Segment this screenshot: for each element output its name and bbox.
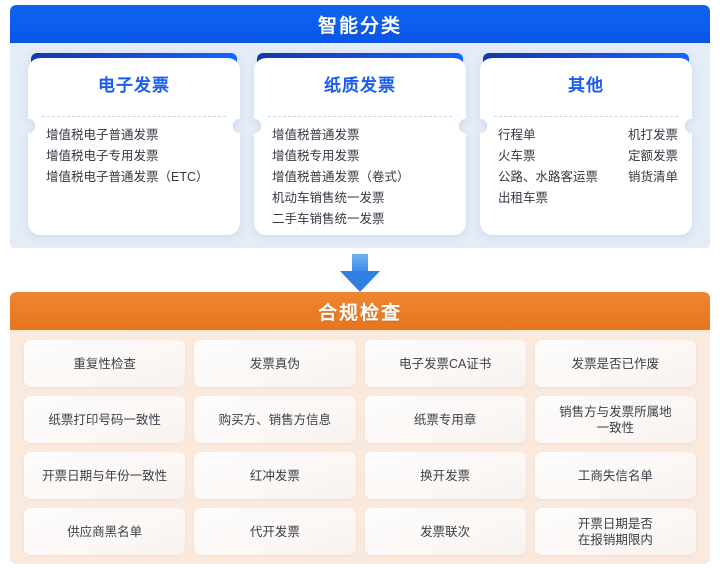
- card-item-list: 增值税普通发票 增值税专用发票 增值税普通发票（卷式） 机动车销售统一发票 二手…: [254, 125, 466, 229]
- card-body: [480, 58, 692, 235]
- card-divider: [42, 116, 226, 118]
- classification-header: 智能分类: [10, 5, 710, 43]
- card-divider: [268, 116, 452, 118]
- check-cell[interactable]: 电子发票CA证书: [364, 340, 526, 387]
- list-item: 增值税电子普通发票: [46, 128, 159, 142]
- check-cell[interactable]: 开票日期与年份一致性: [24, 452, 186, 499]
- check-cell[interactable]: 购买方、销售方信息: [194, 396, 356, 443]
- check-cell[interactable]: 供应商黑名单: [24, 508, 186, 555]
- card-title: 其他: [568, 76, 604, 95]
- arrow-head: [340, 271, 380, 292]
- card-item-list: 增值税电子普通发票 增值税电子专用发票 增值税电子普通发票（ETC）: [28, 125, 240, 229]
- classification-card-paper[interactable]: 纸质发票 增值税普通发票 增值税专用发票 增值税普通发票（卷式） 机动车销售统一…: [254, 53, 466, 235]
- list-item: 出租车票: [498, 191, 549, 205]
- card-body: [28, 58, 240, 235]
- list-item: 行程单: [498, 128, 536, 142]
- list-item: 增值税普通发票: [272, 128, 360, 142]
- list-item: 销货清单: [627, 170, 678, 184]
- card-divider: [494, 116, 678, 118]
- check-cell[interactable]: 换开发票: [364, 452, 526, 499]
- list-item: 机打发票: [627, 128, 678, 142]
- list-item: [628, 188, 678, 209]
- check-cell[interactable]: 销售方与发票所属地一致性: [534, 396, 696, 443]
- list-item: 增值税电子普通发票（ETC）: [46, 170, 209, 184]
- arrow-down-icon: [340, 254, 380, 292]
- classification-card-list: 电子发票 增值税电子普通发票 增值税电子专用发票 增值税电子普通发票（ETC） …: [10, 43, 710, 248]
- list-item: 火车票: [498, 149, 536, 163]
- list-item: 二手车销售统一发票: [272, 212, 385, 226]
- list-item: 增值税普通发票（卷式）: [272, 170, 410, 184]
- list-item: 增值税专用发票: [272, 149, 360, 163]
- list-item: 增值税电子专用发票: [46, 149, 159, 163]
- compliance-check-grid: 重复性检查 发票真伪 电子发票CA证书 发票是否已作废 纸票打印号码一致性 购买…: [10, 330, 710, 564]
- check-cell[interactable]: 工商失信名单: [534, 452, 696, 499]
- check-cell[interactable]: 红冲发票: [194, 452, 356, 499]
- card-item-list: 行程单 机打发票 火车票 定额发票 公路、水路客运票 销货清单 出租车票: [480, 125, 692, 229]
- classification-title: 智能分类: [317, 15, 402, 37]
- compliance-panel: 合规检查 重复性检查 发票真伪 电子发票CA证书 发票是否已作废 纸票打印号码一…: [10, 292, 710, 564]
- classification-card-other[interactable]: 其他 行程单 机打发票 火车票 定额发票 公路、水路客运票 销货清单 出租车票: [480, 53, 692, 235]
- check-cell[interactable]: 重复性检查: [24, 340, 186, 387]
- card-body: [254, 58, 466, 235]
- arrow-shaft: [352, 254, 368, 272]
- list-item: 机动车销售统一发票: [272, 191, 385, 205]
- compliance-title: 合规检查: [317, 302, 402, 324]
- compliance-header: 合规检查: [10, 292, 710, 330]
- check-cell[interactable]: 代开发票: [194, 508, 356, 555]
- classification-panel: 智能分类 电子发票 增值税电子普通发票 增值税电子专用发票 增值税电子普通发票（…: [10, 5, 710, 248]
- card-title: 电子发票: [98, 76, 170, 95]
- check-cell[interactable]: 纸票专用章: [364, 396, 526, 443]
- card-title: 纸质发票: [324, 76, 396, 95]
- check-cell[interactable]: 发票真伪: [194, 340, 356, 387]
- check-cell[interactable]: 纸票打印号码一致性: [24, 396, 186, 443]
- classification-card-electronic[interactable]: 电子发票 增值税电子普通发票 增值税电子专用发票 增值税电子普通发票（ETC）: [28, 53, 240, 235]
- list-item: 公路、水路客运票: [498, 170, 599, 184]
- check-cell[interactable]: 发票是否已作废: [534, 340, 696, 387]
- check-cell[interactable]: 发票联次: [364, 508, 526, 555]
- check-cell[interactable]: 开票日期是否在报销期限内: [534, 508, 696, 555]
- list-item: 定额发票: [627, 149, 678, 163]
